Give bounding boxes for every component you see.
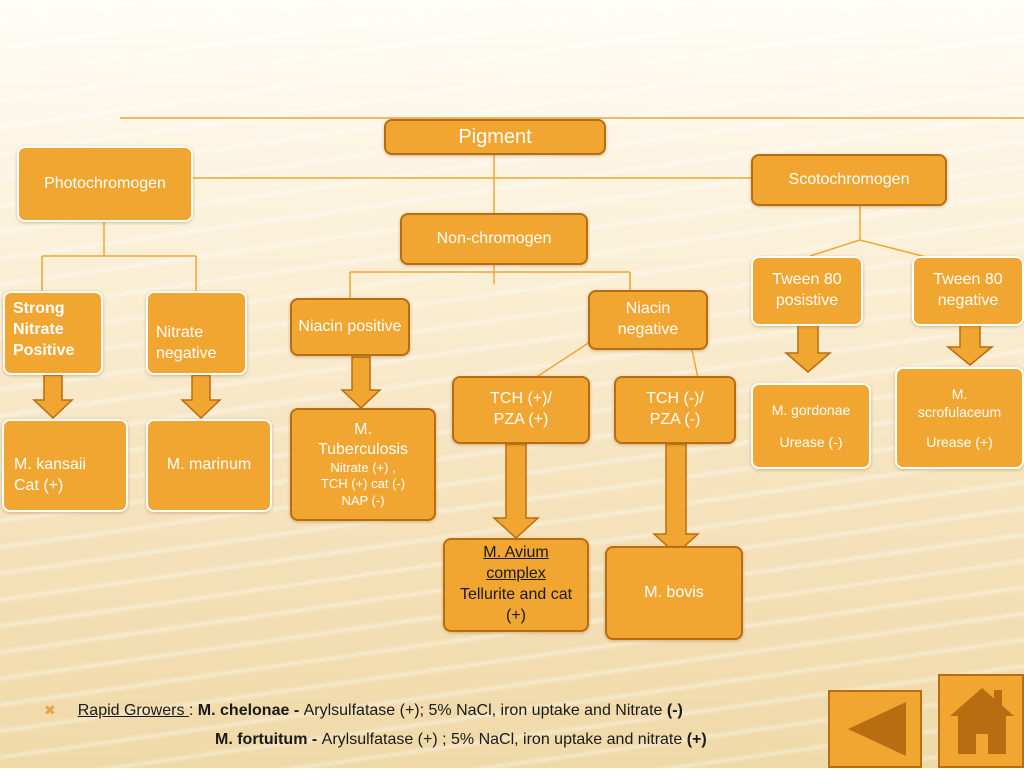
footer-line-1: ✖Rapid Growers : M. chelonae - Arylsulfa… bbox=[44, 702, 683, 719]
nonchromogen-box: Non-chromogen bbox=[400, 213, 588, 265]
pigment-label: Pigment bbox=[458, 126, 532, 148]
m-fortuitum-label: M. fortuitum - bbox=[215, 731, 322, 748]
m-avium-name: M. Avium complex bbox=[483, 544, 549, 583]
scotochromogen-label: Scotochromogen bbox=[788, 170, 910, 188]
footer-line-2: M. fortuitum - Arylsulfatase (+) ; 5% Na… bbox=[215, 731, 707, 749]
m-chelonae-label: M. chelonae - bbox=[197, 702, 304, 719]
rapid-growers-label: Rapid Growers bbox=[77, 702, 189, 719]
m-kansaii-box: M. kansaii Cat (+) bbox=[2, 419, 128, 512]
tween-negative-label: Tween 80 negative bbox=[933, 271, 1003, 309]
tween-positive-box: Tween 80 posistive bbox=[751, 256, 863, 326]
home-button[interactable] bbox=[938, 674, 1024, 768]
back-button[interactable] bbox=[828, 690, 922, 768]
m-fortuitum-text: Arylsulfatase (+) ; 5% NaCl, iron uptake… bbox=[321, 731, 687, 748]
niacin-positive-box: Niacin positive bbox=[290, 298, 410, 356]
m-gordonae-detail: Urease (-) bbox=[779, 434, 843, 450]
m-kansaii-detail: Cat (+) bbox=[14, 476, 64, 494]
niacin-negative-label: Niacin negative bbox=[617, 300, 679, 338]
m-scrofulaceum-detail: Urease (+) bbox=[926, 434, 993, 451]
m-chelonae-end: (-) bbox=[666, 702, 683, 719]
niacin-positive-label: Niacin positive bbox=[298, 317, 402, 335]
tween-positive-label: Tween 80 posistive bbox=[772, 271, 842, 309]
m-marinum-box: M. marinum bbox=[146, 419, 272, 512]
m-tuberculosis-line2: Nitrate (+) , bbox=[330, 460, 396, 476]
m-scrofulaceum-name: M. scrofulaceum bbox=[917, 385, 1002, 420]
tch-positive-box: TCH (+)/ PZA (+) bbox=[452, 376, 590, 444]
nitrate-negative-box: Nitrate negative bbox=[146, 291, 247, 375]
photochromogen-label: Photochromogen bbox=[44, 174, 166, 192]
strong-nitrate-positive-box: Strong Nitrate Positive bbox=[3, 291, 103, 375]
tch-negative-box: TCH (-)/ PZA (-) bbox=[614, 376, 736, 444]
m-gordonae-name: M. gordonae bbox=[771, 401, 851, 418]
m-scrofulaceum-box: M. scrofulaceum Urease (+) bbox=[895, 367, 1024, 469]
m-tuberculosis-box: M. Tuberculosis Nitrate (+) , TCH (+) ca… bbox=[290, 408, 436, 521]
m-fortuitum-end: (+) bbox=[686, 731, 707, 748]
scotochromogen-box: Scotochromogen bbox=[751, 154, 947, 206]
m-kansaii-name: M. kansaii bbox=[14, 456, 87, 473]
m-gordonae-box: M. gordonae Urease (-) bbox=[751, 383, 871, 469]
nitrate-negative-label: Nitrate negative bbox=[156, 324, 217, 362]
photochromogen-box: Photochromogen bbox=[17, 146, 193, 222]
strong-nitrate-positive-label: Strong Nitrate Positive bbox=[13, 300, 75, 359]
m-bovis-box: M. bovis bbox=[605, 546, 743, 640]
tch-negative-label: TCH (-)/ PZA (-) bbox=[646, 390, 704, 428]
niacin-negative-box: Niacin negative bbox=[588, 290, 708, 350]
pigment-box: Pigment bbox=[384, 119, 606, 155]
nonchromogen-label: Non-chromogen bbox=[436, 229, 552, 247]
m-chelonae-text: Arylsulfatase (+); 5% NaCl, iron uptake … bbox=[303, 702, 667, 719]
m-avium-box: M. Avium complex Tellurite and cat (+) bbox=[443, 538, 589, 632]
m-tuberculosis-line3: TCH (+) cat (-) bbox=[320, 476, 406, 492]
m-avium-detail: Tellurite and cat (+) bbox=[459, 586, 573, 624]
tween-negative-box: Tween 80 negative bbox=[912, 256, 1024, 326]
m-marinum-label: M. marinum bbox=[166, 456, 252, 473]
m-tuberculosis-line4: NAP (-) bbox=[341, 492, 385, 508]
m-bovis-label: M. bovis bbox=[644, 583, 704, 601]
m-tuberculosis-name: M. Tuberculosis bbox=[317, 421, 409, 459]
back-arrow-icon bbox=[848, 702, 906, 756]
tch-positive-label: TCH (+)/ PZA (+) bbox=[490, 390, 552, 428]
home-icon bbox=[950, 688, 1014, 754]
x-bullet-icon: ✖ bbox=[44, 702, 56, 718]
